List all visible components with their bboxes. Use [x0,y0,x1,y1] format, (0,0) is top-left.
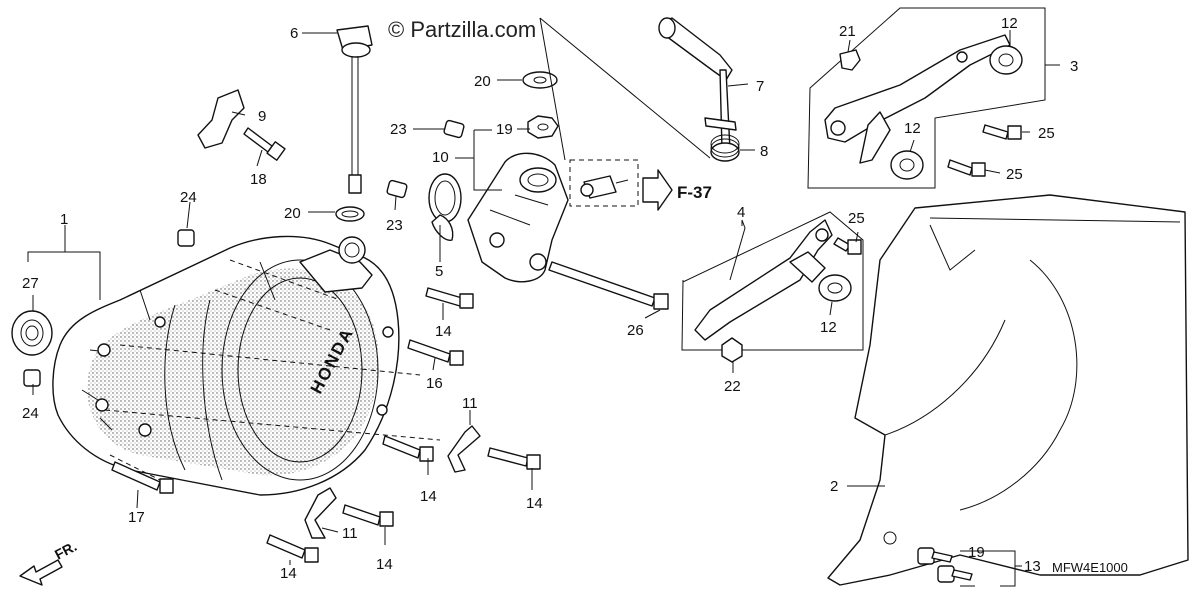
callout-6: 6 [290,25,298,42]
callout-11: 11 [462,395,478,412]
clamp [447,425,481,473]
side-cover [827,194,1189,586]
callout-17: 19 [968,544,985,561]
return-spring [710,134,740,162]
bolt [382,435,434,462]
clamp [304,487,337,539]
callout-21: 21 [839,23,856,40]
callout-25: 25 [848,210,865,227]
callout-16: 18 [250,171,267,188]
callout-14: 14 [526,495,543,512]
callout-20: 20 [284,205,301,222]
callout-1: 1 [60,211,68,228]
callout-27: 27 [22,275,39,292]
bolt [833,237,862,255]
bolt [937,565,973,583]
washer [522,71,558,89]
callout-14: 14 [280,565,297,582]
group-outline [807,7,1046,189]
callout-23: 23 [390,121,407,138]
watermark: © Partzilla.com [388,17,536,42]
clip [839,49,861,71]
callout-15: 17 [128,509,145,526]
nut [721,337,743,363]
o-ring [335,206,365,222]
callout-13: 13 [1024,558,1041,575]
front-label: FR. [52,538,79,563]
bracket [197,89,245,149]
snap-ring [428,173,462,241]
dowel-pin [23,369,41,387]
group-outline [681,211,864,351]
callout-14: 14 [376,556,393,573]
stay-bracket [824,34,1011,164]
dowel-pin [386,179,408,199]
bolt [266,534,319,563]
callout-24: 24 [22,405,39,422]
callout-12: 12 [1001,15,1018,32]
callout-23: 23 [386,217,403,234]
slave-cylinder [467,152,569,283]
bolt [407,339,464,366]
bolt [487,447,541,470]
front-direction-marker: FR. [19,538,79,586]
callout-25: 25 [1006,166,1023,183]
callout-2: 2 [830,478,838,495]
bolt [111,461,174,494]
callout-14: 14 [420,488,437,505]
callout-22: 22 [724,378,741,395]
reference-page: F-37 [677,183,712,202]
crankcase-cover: HONDA [52,235,441,496]
connector-box [569,159,639,207]
bolt [982,124,1022,140]
shift-shaft-arm [658,17,737,151]
callout-15: 16 [426,375,443,392]
leader-lines [27,17,1060,587]
reference-arrow [642,169,673,211]
callout-labels: 6 20 19 23 10 20 23 5 9 18 24 1 27 24 14… [22,15,1078,582]
callout-9: 9 [258,108,266,125]
callout-10: 10 [432,149,449,166]
oil-seal [11,310,53,356]
callout-18: 20 [474,73,491,90]
switch-connector [580,175,629,199]
nut [527,115,559,139]
callout-25: 25 [1038,125,1055,142]
bolt [243,127,286,161]
diagram-code: MFW4E1000 [1052,560,1128,575]
callout-14: 14 [435,323,452,340]
rubber-grommet [890,150,924,180]
rubber-grommet [989,45,1023,75]
callout-12: 12 [904,120,921,137]
callout-26: 26 [627,322,644,339]
callout-24: 24 [180,189,197,206]
callout-11: 11 [342,525,358,542]
callout-5: 5 [435,263,443,280]
callout-8: 8 [760,143,768,160]
dowel-pin [443,119,465,139]
side-bracket [694,219,833,341]
bolt [425,287,474,309]
callout-12: 12 [820,319,837,336]
oil-filler-cap [336,25,373,194]
bolt [342,504,394,527]
dowel-pin [177,229,195,247]
callout-19: 19 [496,121,513,138]
callout-3: 3 [1070,58,1078,75]
bolt [548,261,669,310]
bolt [947,159,986,177]
callout-4: 4 [737,204,745,221]
callout-7: 7 [756,78,764,95]
bolt [917,547,953,565]
rubber-grommet [818,274,852,302]
